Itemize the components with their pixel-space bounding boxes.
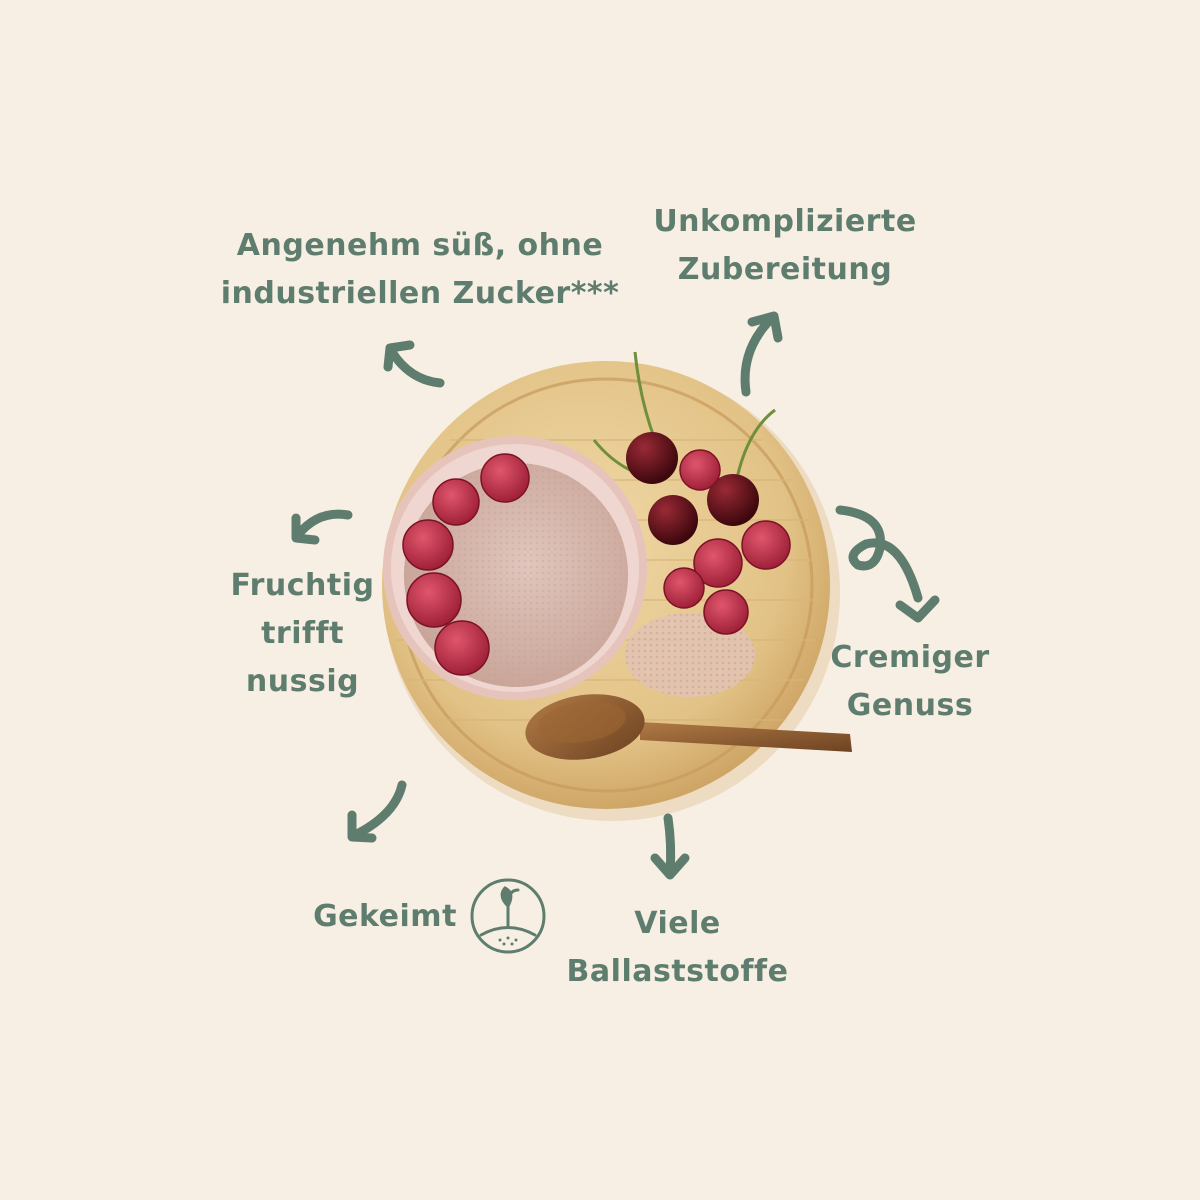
arrow-icon-creamy bbox=[835, 505, 940, 623]
sprout-icon bbox=[470, 878, 546, 954]
arrow-icon-sweet bbox=[383, 340, 445, 388]
benefit-sweet-line2: industriellen Zucker*** bbox=[220, 276, 620, 311]
benefit-easy: Unkomplizierte Zubereitung bbox=[630, 198, 940, 294]
benefit-sweet-line1: Angenehm süß, ohne bbox=[236, 228, 604, 263]
benefit-fiber-line1: Viele bbox=[634, 906, 721, 941]
arrow-icon-sprouted bbox=[347, 780, 407, 843]
benefit-fruity-line3: nussig bbox=[245, 664, 360, 699]
benefit-easy-line2: Zubereitung bbox=[677, 252, 893, 287]
benefit-sweet: Angenehm süß, ohne industriellen Zucker*… bbox=[200, 222, 640, 318]
arrow-icon-easy bbox=[740, 311, 783, 397]
arrow-icon-fiber bbox=[650, 813, 690, 880]
benefit-fruity: Fruchtig trifft nussig bbox=[200, 562, 405, 706]
benefit-sprouted-label: Gekeimt bbox=[313, 899, 457, 934]
benefit-fruity-line2: trifft bbox=[261, 616, 344, 651]
arrow-icon-fruity bbox=[291, 509, 353, 545]
benefit-creamy-line2: Genuss bbox=[846, 688, 974, 723]
benefit-fiber: Viele Ballaststoffe bbox=[560, 900, 795, 996]
raspberries bbox=[402, 453, 530, 676]
benefit-creamy-line1: Cremiger bbox=[830, 640, 990, 675]
benefit-easy-line1: Unkomplizierte bbox=[653, 204, 917, 239]
benefit-fiber-line2: Ballaststoffe bbox=[566, 954, 789, 989]
cherries bbox=[592, 351, 776, 545]
benefit-creamy: Cremiger Genuss bbox=[815, 634, 1005, 730]
benefit-sprouted: Gekeimt bbox=[300, 893, 470, 941]
raspberries-board bbox=[663, 449, 791, 635]
benefit-fruity-line1: Fruchtig bbox=[230, 568, 375, 603]
wooden-spoon bbox=[525, 694, 852, 760]
